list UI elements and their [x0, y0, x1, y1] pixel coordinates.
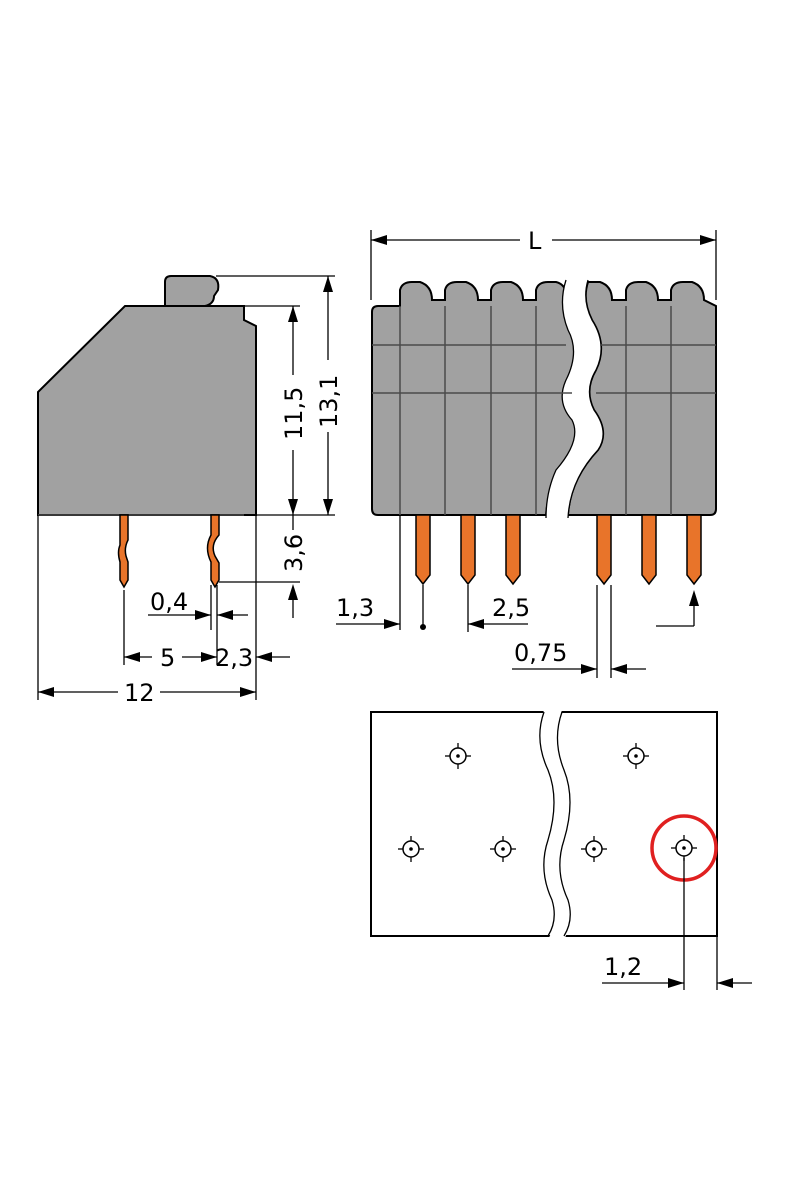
front-pin	[596, 514, 612, 586]
front-view: L 1,3	[336, 227, 717, 678]
arrow-left	[717, 978, 733, 988]
arrow-up	[288, 306, 298, 322]
arrow-down	[323, 499, 333, 515]
pin-center-dot	[420, 624, 426, 630]
drill-hole-crosshair-icon	[490, 836, 516, 862]
arrow-right	[195, 610, 211, 620]
arrow-right	[240, 687, 256, 697]
dim-pitch: 2,5	[492, 594, 530, 622]
break-line-right	[567, 279, 604, 519]
arrow-right	[384, 619, 400, 629]
arrow-left	[124, 652, 140, 662]
arrow-up	[288, 584, 298, 600]
dim-pin-thickness: 0,75	[514, 639, 567, 667]
arrow-right	[581, 664, 597, 674]
dim-offset-side: 2,3	[215, 644, 253, 672]
front-housing-left	[371, 281, 580, 516]
pcb-break-line-left	[539, 711, 555, 937]
drill-hole-crosshair-icon	[445, 743, 471, 769]
drill-hole-crosshair-icon	[581, 836, 607, 862]
arrow-right	[668, 978, 684, 988]
dim-total-length: L	[528, 227, 542, 255]
front-pins	[415, 514, 702, 586]
dim-pin-length: 3,6	[280, 534, 308, 572]
arrow-left	[38, 687, 54, 697]
arrow-left	[611, 664, 627, 674]
dim-hole-edge-offset: 1,2	[604, 953, 642, 981]
dim-height-body: 11,5	[280, 387, 308, 440]
arrow-up	[689, 590, 699, 606]
pcb-break-line-right	[556, 711, 571, 937]
pcb-layout: 1,2	[370, 710, 752, 990]
front-pin	[686, 514, 702, 586]
drill-hole-crosshair-icon	[398, 836, 424, 862]
dim-height-total: 13,1	[315, 375, 343, 428]
dim-depth: 12	[124, 679, 155, 707]
side-housing	[37, 305, 257, 516]
front-pin	[460, 514, 476, 586]
dim-pitch-side: 5	[160, 644, 175, 672]
arrow-up	[323, 276, 333, 292]
break-line-left	[545, 279, 576, 519]
side-pin-left	[117, 514, 129, 589]
front-pin	[415, 514, 431, 586]
front-pin	[641, 514, 657, 586]
side-pin-right	[206, 514, 220, 589]
side-view: 11,5 13,1 3,6 0,4 5 2,3	[37, 275, 343, 707]
drill-hole-crosshair-icon	[671, 835, 697, 861]
front-pin	[505, 514, 521, 586]
dim-pin-width: 0,4	[150, 588, 188, 616]
pcb-holes	[398, 743, 697, 862]
side-top-tab	[164, 275, 220, 307]
arrow-left	[371, 235, 387, 245]
dim-edge-offset: 1,3	[336, 594, 374, 622]
drill-hole-crosshair-icon	[623, 743, 649, 769]
arrow-down	[288, 499, 298, 515]
arrow-left	[468, 619, 484, 629]
arrow-left	[217, 610, 233, 620]
arrow-right	[201, 652, 217, 662]
arrow-right	[700, 235, 716, 245]
arrow-left	[256, 652, 272, 662]
